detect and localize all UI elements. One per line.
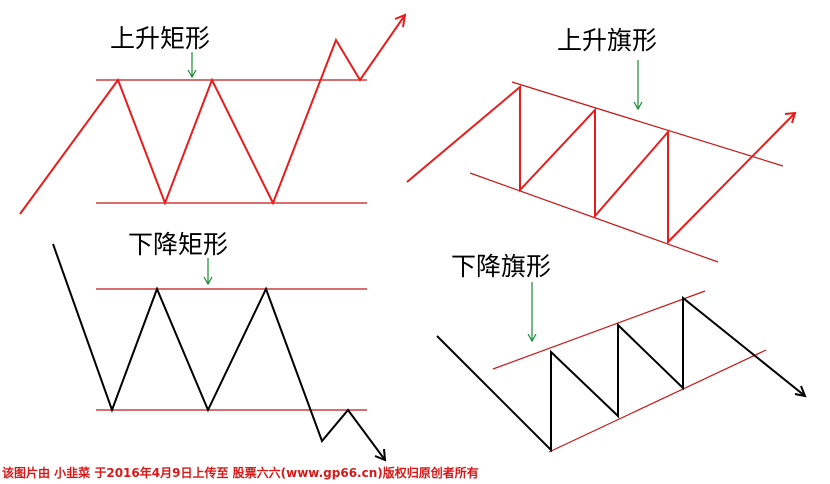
- rising-flag-breakout-arrowhead: [784, 111, 797, 124]
- falling-flag-pattern: [436, 282, 807, 453]
- rising-flag-upper-line: [511, 81, 784, 167]
- falling-flag-breakdown-arrowhead: [794, 385, 807, 398]
- rising-rectangle-pattern: [19, 13, 407, 215]
- falling-rectangle-title: 下降矩形: [128, 230, 229, 259]
- rising-rectangle-title: 上升矩形: [110, 24, 211, 53]
- falling-rectangle-pattern: [52, 243, 387, 462]
- rising-rectangle-breakout-arrowhead: [394, 13, 407, 28]
- rising-flag-marker-arrowhead: [633, 101, 643, 111]
- falling-flag-price-path: [436, 295, 806, 453]
- falling-flag-upper-line: [492, 290, 706, 370]
- falling-flag-lower-line: [548, 349, 767, 453]
- falling-rectangle-breakdown-arrowhead: [374, 448, 387, 462]
- rising-rectangle-price-path: [19, 14, 406, 215]
- rising-rectangle-marker-arrowhead: [187, 69, 197, 79]
- credit-watermark: 该图片由 小韭菜 于2016年4月9日上传至 股票六六(www.gp66.cn)…: [2, 466, 479, 480]
- rising-flag-pattern: [406, 60, 797, 263]
- falling-rectangle-price-path: [52, 243, 386, 461]
- falling-flag-title: 下降旗形: [451, 252, 552, 281]
- rising-flag-title: 上升旗形: [557, 26, 658, 55]
- falling-rectangle-marker-arrowhead: [203, 276, 213, 286]
- falling-flag-marker-arrowhead: [527, 333, 537, 343]
- rising-flag-price-path: [406, 84, 796, 245]
